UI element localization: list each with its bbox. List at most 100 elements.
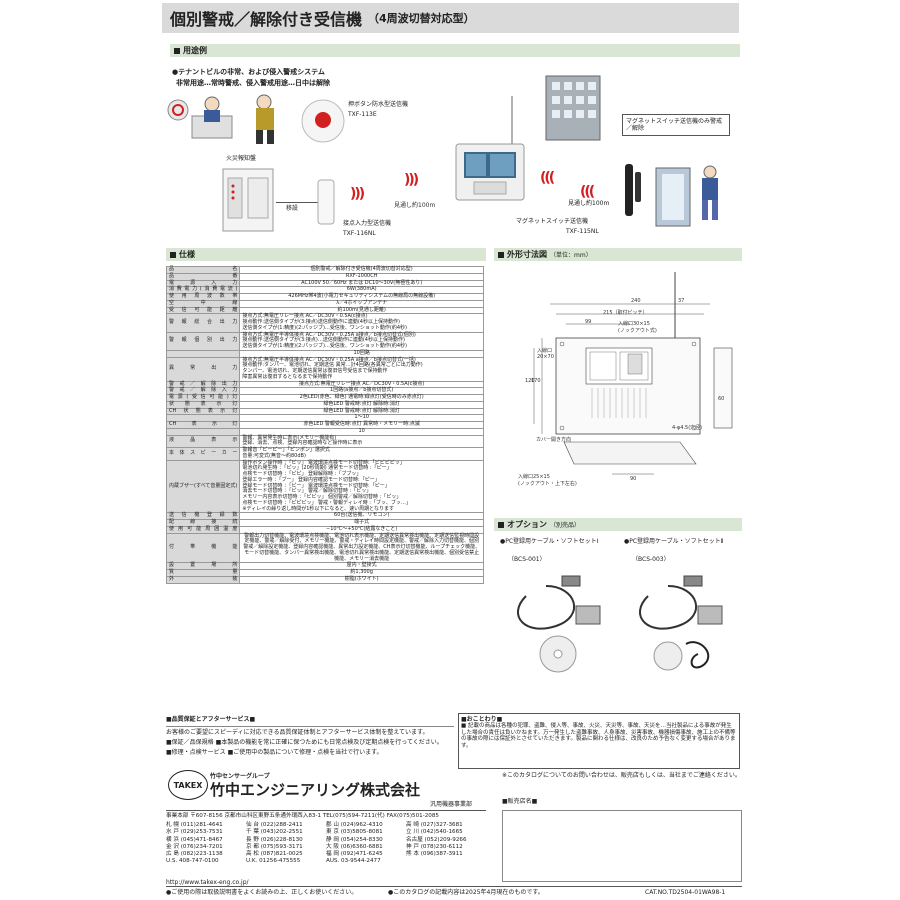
spec-row: 1〜10 (165, 414, 484, 422)
warranty-text-2: ■保証／品保規格 ■本製品の機能を常に正確に保つためにも日常点検及び定期点検を行… (166, 739, 443, 746)
contact-transmitter-image (317, 179, 335, 225)
title-bar: 個別警戒／解除付き受信機 （4周波切替対応型） (162, 3, 739, 33)
spec-label (165, 349, 241, 358)
page-subtitle: （4周波切替対応型） (368, 12, 475, 25)
branch-office: 神 戸 (078)230-6112 (406, 843, 463, 850)
dim-hole1: 入線口30×15 (618, 321, 650, 327)
spec-label: 受信可能距離 (165, 306, 241, 315)
wave-icon: ((( (540, 170, 555, 186)
spec-value: 6W(380mA) (239, 286, 484, 294)
spec-row: CH表示灯赤色LED 警報受信時:点灯 異常時・メモリー時:点滅 (165, 421, 484, 429)
branch-office: 長 野 (026)228-8130 (246, 836, 303, 843)
spec-row: 消費電力(消費電流)6W(380mA) (165, 286, 484, 294)
spec-row: CH状態表示灯緑色LED 警戒時:点灯 解除時:消灯 (165, 407, 484, 416)
usage-bullet: ●テナントビルの非常、および侵入警戒システム (172, 68, 325, 76)
company-rule (166, 810, 486, 811)
spec-value: 警報、異常発生時に表示(メモリー機能有) 登録、消去、点検、登録内容確認時など操… (239, 434, 484, 448)
magnet-callout: マグネットスイッチ送信機のみ警戒／解除 (622, 114, 730, 137)
spec-value: AC100V 50／60Hz または DC10〜30V(無極性あり) (239, 279, 484, 288)
cable-set-2-image (638, 575, 723, 671)
spec-value: 操作ボタン操作時 ：「ピッ」 電波環境点検モード切替時:「ピピピピッ」 電池切れ… (239, 459, 484, 514)
option-1-name: ●PC登録用ケーブル・ソフトセットⅠ (500, 538, 599, 545)
takex-logo: TAKEX (168, 770, 208, 800)
branch-office: 横 浜 (045)471-8467 (166, 836, 223, 843)
spec-label: 電源入力 (165, 279, 241, 288)
dim-left-hole: 入線口 20×70 (537, 348, 554, 360)
branch-office: U.S. 408-747-0100 (166, 858, 219, 865)
spec-row: 10 (165, 427, 484, 436)
spec-label: 使用可能周囲温度 (165, 525, 241, 534)
branch-office: 大 阪 (06)6360-6881 (326, 843, 383, 850)
warranty-text: お客様のご要望にスピーディに対応できる品質保証体制とアフターサービス体制を整えて… (166, 729, 429, 736)
spec-value: 10回路 (239, 349, 484, 358)
branch-office (406, 858, 486, 865)
spec-row: 液晶表示警報、異常発生時に表示(メモリー機能有) 登録、消去、点検、登録内容確認… (165, 434, 484, 448)
spec-label (165, 427, 241, 436)
relocate-label: 移設 (286, 205, 299, 212)
dim-60: 60 (718, 396, 725, 402)
branch-office: 郡 山 (024)962-4310 (326, 822, 383, 828)
spec-value: 赤色LED 警報受信時:点灯 異常時・メモリー時:点滅 (239, 421, 484, 429)
page-title: 個別警戒／解除付き受信機 (170, 10, 363, 29)
branch-office: 高 松 (087)821-0025 (246, 851, 303, 858)
magnet-callout-text: マグネットスイッチ送信機のみ警戒／解除 (626, 118, 723, 133)
spec-value: 接点方式:無電圧半導体接点 AC／DC30V・0.25A a接点／b接点切替式(… (239, 356, 484, 382)
sales-box (502, 810, 742, 882)
contact-transmitter-label: 接点入力型送信機 (343, 220, 392, 227)
branch-office: 仙 台 (022)288-2411 (246, 822, 303, 828)
option-1-model: （BCS-001） (508, 556, 546, 563)
company-url[interactable]: http://www.takex-eng.co.jp/ (166, 879, 249, 886)
dim-hole3: 入線口25×15 (518, 474, 550, 480)
option-2-name: ●PC登録用ケーブル・ソフトセットⅡ (624, 538, 724, 545)
warranty-rule (166, 726, 454, 727)
spec-value: 樹脂(ホワイト) (239, 575, 484, 584)
spec-row: 付帯機能警報出力切替機能、電波環境点検機能、電池切れ表示機能、定期送信異常検出機… (165, 532, 484, 564)
company-name: 竹中エンジニアリング株式会社 (210, 781, 421, 799)
dim-215: 215（取付ピッチ） (603, 310, 648, 316)
spec-label: 外装 (165, 575, 241, 584)
spec-label: 品名 (165, 266, 241, 274)
dim-240: 240 (631, 298, 641, 304)
magnet-switch-label: マグネットスイッチ送信機 (516, 218, 589, 225)
spec-row: 異常出力接点方式:無電圧半導体接点 AC／DC30V・0.25A a接点／b接点… (165, 356, 484, 382)
spec-value: 緑色LED 警戒時:点灯 解除時:消灯 (239, 400, 484, 409)
spec-value: 接点方式:無電圧リレー接点 AC／DC30V・0.5A(c接点) 接点動作:送信… (239, 313, 484, 333)
cable-set-1-image (516, 575, 601, 673)
spec-value: −10℃〜+50℃(結露なきこと) (239, 525, 484, 534)
warranty-text-3: ■修理・点検サービス ■ご使用中の製品について修理・点検を当社で行います。 (166, 749, 383, 756)
contact-transmitter-model: TXF-116NL (343, 230, 376, 237)
dimensions-header: 外形寸法図 （単位：mm） (494, 248, 742, 261)
spec-label: 状態表示灯 (165, 400, 241, 409)
spec-row: 使用可能周囲温度−10℃〜+50℃(結露なきこと) (165, 525, 484, 534)
footer-right: CAT.NO.TD2504-01WA98-1 (645, 889, 726, 896)
branch-office: 千 葉 (043)202-2551 (246, 829, 303, 836)
branch-office: 熊 本 (096)387-3911 (406, 851, 463, 858)
spec-label: 警戒／解除出力 (165, 380, 241, 389)
branch-office: 高 崎 (027)327-3681 (406, 822, 463, 828)
dim-120: 120 (525, 378, 535, 384)
receiver-unit-image (455, 96, 525, 201)
branch-office: 東 京 (03)5805-8081 (326, 829, 383, 836)
footer-rule (166, 886, 742, 887)
spec-value: 緑色LED 警戒時:点灯 解除時:消灯 (239, 407, 484, 416)
options-header-label: オプション (507, 520, 547, 529)
wave-icon: ))) (404, 172, 419, 188)
spec-row: 警戒／解除出力接点方式:無電圧リレー接点 AC／DC30V・0.5A(c接点) (165, 380, 484, 389)
range-label-1: 見通し約100m (394, 202, 436, 209)
sales-note: ※このカタログについてのお問い合わせは、販売店もしくは、当社までご連絡ください。 (502, 772, 741, 779)
spec-row: 警報総合出力接点方式:無電圧リレー接点 AC／DC30V・0.5A(c接点) 接… (165, 313, 484, 333)
spec-label: 消費電力(消費電流) (165, 286, 241, 294)
dim-cover: カバー開き方向 (536, 437, 572, 443)
branch-office: 水 戸 (029)253-7531 (166, 829, 223, 836)
spec-value: 個別警戒／解除付き受信機(4周波切替対応型) (239, 266, 484, 274)
spec-value: RXF-1000CH (239, 272, 484, 281)
